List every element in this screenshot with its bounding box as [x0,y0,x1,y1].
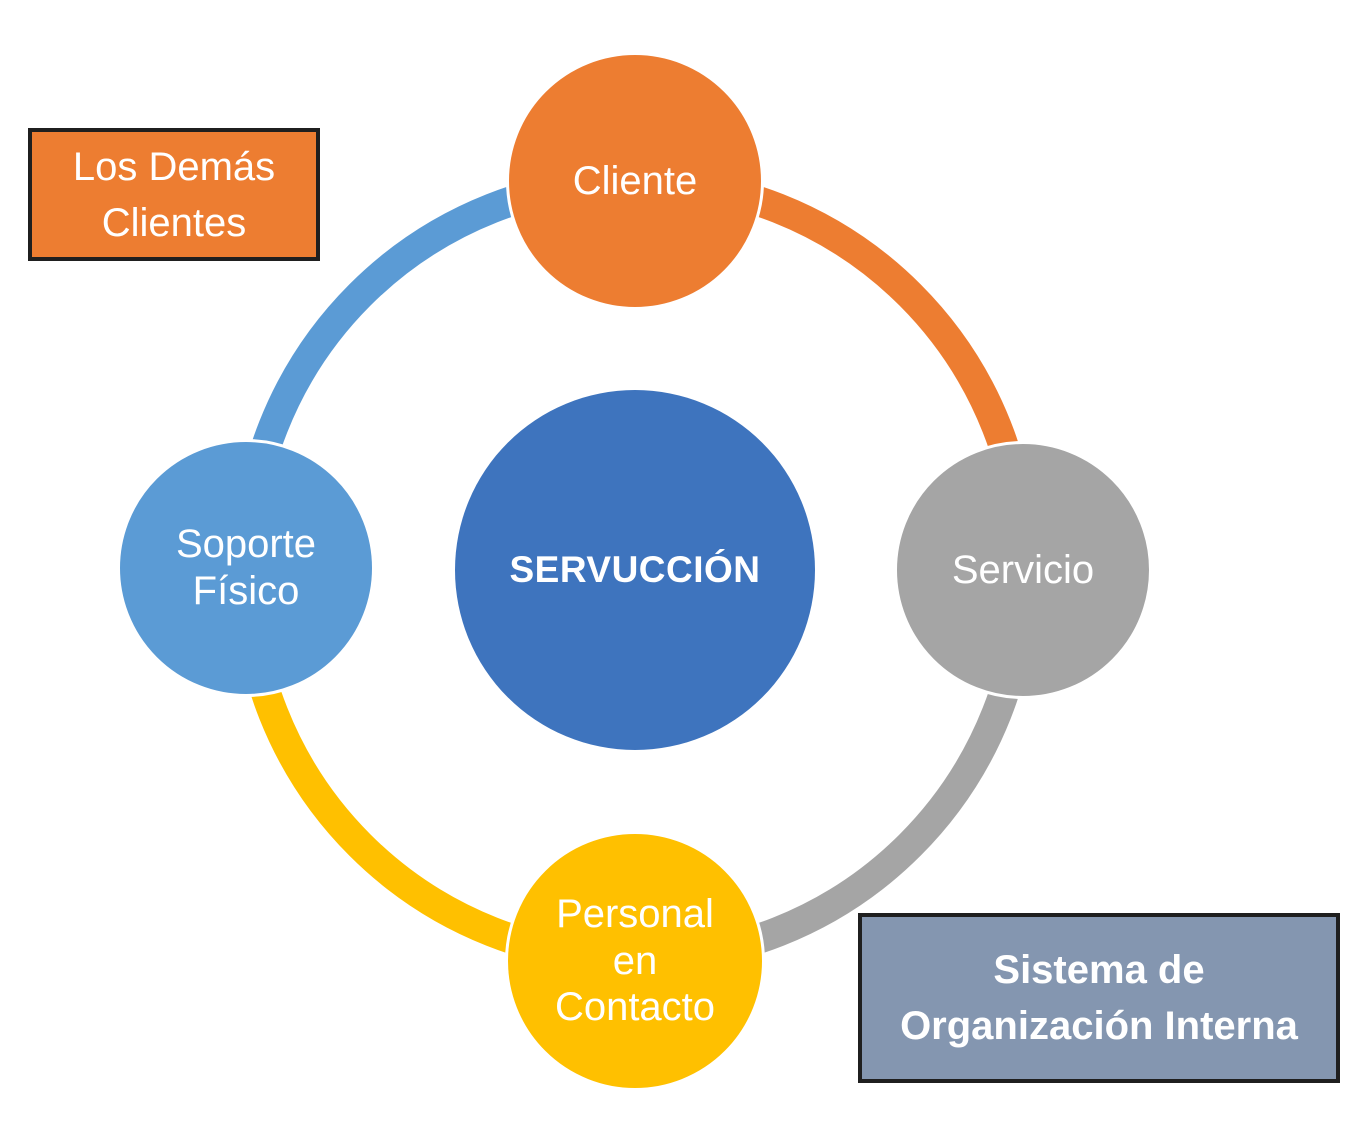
node-personal-label-line3: Contacto [554,985,716,1030]
node-servuccion-center: SERVUCCIÓN [455,390,815,750]
node-cliente: Cliente [506,52,764,310]
node-personal-en-contacto: Personal en Contacto [505,831,765,1091]
callout-los-demas-clientes-line1: Los Demás [72,144,276,189]
node-soporte-label-line1: Soporte [175,522,317,567]
callout-sistema-line2: Organización Interna [900,1004,1298,1048]
callout-sistema-organizacion-interna: Sistema de Organización Interna [858,913,1340,1083]
node-personal-label-line1: Personal [556,891,714,936]
node-soporte-fisico: Soporte Físico [117,439,375,697]
callout-los-demas-clientes-line2: Clientes [101,200,247,245]
node-servicio-label: Servicio [951,547,1095,592]
node-servicio: Servicio [894,441,1152,699]
callout-sistema-line1: Sistema de [993,948,1205,992]
node-soporte-label-line2: Físico [192,569,300,613]
node-cliente-label: Cliente [572,158,698,203]
node-personal-label-line2: en [612,938,658,983]
center-label: SERVUCCIÓN [509,549,761,591]
callout-los-demas-clientes: Los Demás Clientes [28,128,320,261]
